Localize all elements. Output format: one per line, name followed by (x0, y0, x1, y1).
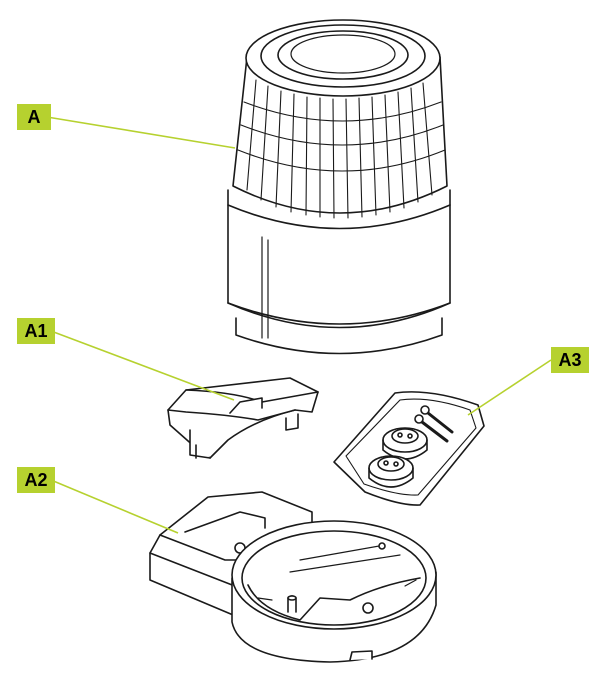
part-a3-mounting-kit-bag (333, 391, 485, 506)
leader-line-a1 (50, 330, 235, 401)
part-a-main-unit (227, 19, 451, 355)
leader-line-a (46, 116, 236, 149)
leader-line-a3 (467, 359, 552, 416)
callout-label-a2: A2 (17, 467, 55, 493)
callout-label-a1: A1 (17, 318, 55, 344)
part-a1-cover-clip (167, 377, 319, 459)
leader-line-a2 (50, 479, 179, 534)
callout-label-a: A (17, 104, 51, 130)
part-a2-mounting-base (149, 491, 437, 663)
callout-label-a3: A3 (551, 347, 589, 373)
